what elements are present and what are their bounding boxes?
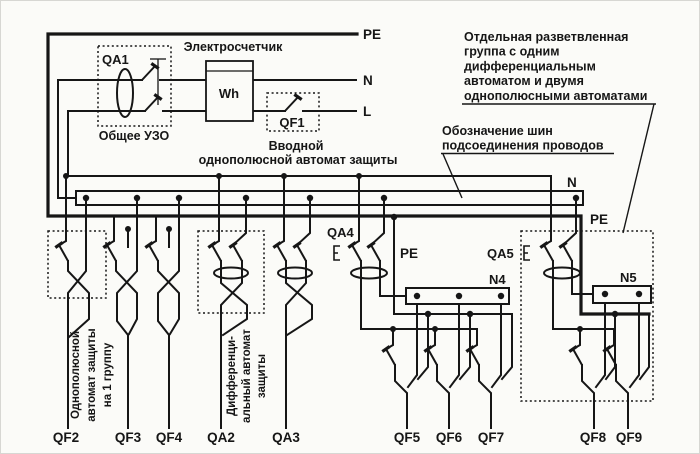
breaker-qf4 xyxy=(143,197,180,429)
svg-text:Однополюсной: Однополюсной xyxy=(70,331,82,419)
n-bus: N xyxy=(75,175,584,206)
breaker-qa3 xyxy=(271,175,313,429)
qa3-label: QA3 xyxy=(272,430,300,445)
breaker-blade-icon xyxy=(346,240,362,262)
breaker-blade-icon xyxy=(567,344,583,366)
qf8-label: QF8 xyxy=(580,430,607,445)
breaker-blade-icon xyxy=(464,344,480,366)
caption-single-pole: Однополюсной автомат защиты на 1 группу xyxy=(70,328,114,422)
qf4-label: QF4 xyxy=(156,430,183,445)
qf1-label: QF1 xyxy=(279,115,304,130)
n5-bus: N5 xyxy=(592,270,652,389)
breaker-qf3 xyxy=(101,197,138,429)
svg-text:альный автомат: альный автомат xyxy=(241,329,253,423)
n-bus-label: N xyxy=(567,175,577,190)
input-breaker-qf1: QF1 Вводной однополюсной автомат защиты xyxy=(199,92,398,167)
breaker-qf2 xyxy=(47,175,107,429)
breaker-qf7 xyxy=(464,344,492,429)
rcd-toroid-icon xyxy=(350,266,388,280)
svg-text:однополюсными автоматами: однополюсными автоматами xyxy=(464,89,647,103)
qa1-caption: Общее УЗО xyxy=(99,129,170,143)
meter-display: Wh xyxy=(219,86,239,101)
svg-text:защиты: защиты xyxy=(256,354,268,398)
breaker-blade-icon xyxy=(380,344,396,366)
qf1-caption-1: Вводной xyxy=(269,139,324,153)
breaker-blade-icon xyxy=(53,240,69,262)
svg-text:Обозначение шин: Обозначение шин xyxy=(442,124,553,138)
rcd-toroid-icon xyxy=(116,68,134,118)
breaker-blade-icon xyxy=(144,92,164,112)
qf1-caption-2: однополюсной автомат защиты xyxy=(199,153,398,167)
qf9-label: QF9 xyxy=(616,430,642,445)
qa5-label: QA5 xyxy=(487,246,514,261)
qf2-label: QF2 xyxy=(53,430,79,445)
svg-text:группа с одним: группа с одним xyxy=(464,45,559,59)
qf5-label: QF5 xyxy=(394,430,421,445)
svg-text:автомат защиты: автомат защиты xyxy=(86,328,98,422)
pe-conductor xyxy=(46,32,651,381)
breaker-blade-icon xyxy=(271,240,287,262)
note-branch-group: Отдельная разветвленная группа с одним д… xyxy=(462,30,656,234)
n4-bus-label: N4 xyxy=(489,272,506,287)
breaker-blade-icon xyxy=(284,92,304,112)
qa1-label: QA1 xyxy=(102,52,129,67)
rcd-toroid-icon xyxy=(543,266,581,280)
svg-text:дифференциальным: дифференциальным xyxy=(464,59,596,73)
breaker-qf5 xyxy=(380,344,408,429)
breaker-qf6 xyxy=(422,344,450,429)
n4-bus: N4 xyxy=(405,272,510,389)
branch-group-outline xyxy=(520,230,654,402)
breaker-blade-icon xyxy=(365,240,381,262)
breaker-qa5: QA5 xyxy=(487,197,615,351)
qa4-label: QA4 xyxy=(327,225,355,240)
pe-bus-label: PE xyxy=(590,212,608,227)
breaker-qa4: QA4 xyxy=(327,175,478,351)
breaker-blade-icon xyxy=(143,240,159,262)
svg-text:автоматом и двумя: автоматом и двумя xyxy=(464,74,584,88)
qa2-label: QA2 xyxy=(207,430,235,445)
breaker-blade-icon xyxy=(422,344,438,366)
qf7-label: QF7 xyxy=(478,430,504,445)
electricity-meter: Wh Электросчетчик xyxy=(184,40,284,122)
svg-text:на 1 группу: на 1 группу xyxy=(102,342,114,407)
svg-text:Дифференци-: Дифференци- xyxy=(226,336,238,416)
qf6-label: QF6 xyxy=(436,430,463,445)
breaker-qf8 xyxy=(567,344,595,429)
breaker-blade-icon xyxy=(141,61,161,81)
svg-text:Отдельная разветвленная: Отдельная разветвленная xyxy=(464,30,628,44)
breaker-blade-icon xyxy=(291,240,307,262)
rcd-toroid-icon xyxy=(277,266,313,280)
pe-branch-label: PE xyxy=(400,246,418,261)
breaker-blade-icon xyxy=(101,240,117,262)
l-terminal-label: L xyxy=(363,104,371,119)
breaker-blade-icon xyxy=(557,240,573,262)
n-terminal-label: N xyxy=(363,73,373,88)
rcd-toroid-icon xyxy=(213,266,249,280)
breaker-blade-icon xyxy=(538,240,554,262)
breaker-blade-icon xyxy=(227,240,243,262)
breaker-qf9 xyxy=(601,344,629,429)
outgoing-labels: QF2 QF3 QF4 QA2 QA3 QF5 QF6 QF7 QF8 QF9 xyxy=(53,430,642,445)
breaker-blade-icon xyxy=(206,240,222,262)
note-bus-designation: Обозначение шин подсоединения проводов xyxy=(441,124,614,199)
n5-bus-label: N5 xyxy=(620,270,637,285)
pe-terminal-label: PE xyxy=(363,27,381,42)
main-rcd-qa1: QA1 Общее УЗО xyxy=(97,45,172,143)
svg-text:подсоединения проводов: подсоединения проводов xyxy=(442,139,604,153)
meter-caption: Электросчетчик xyxy=(184,40,284,54)
qf3-label: QF3 xyxy=(115,430,142,445)
caption-differential: Дифференци- альный автомат защиты xyxy=(226,329,268,423)
breaker-qa2 xyxy=(197,175,265,429)
